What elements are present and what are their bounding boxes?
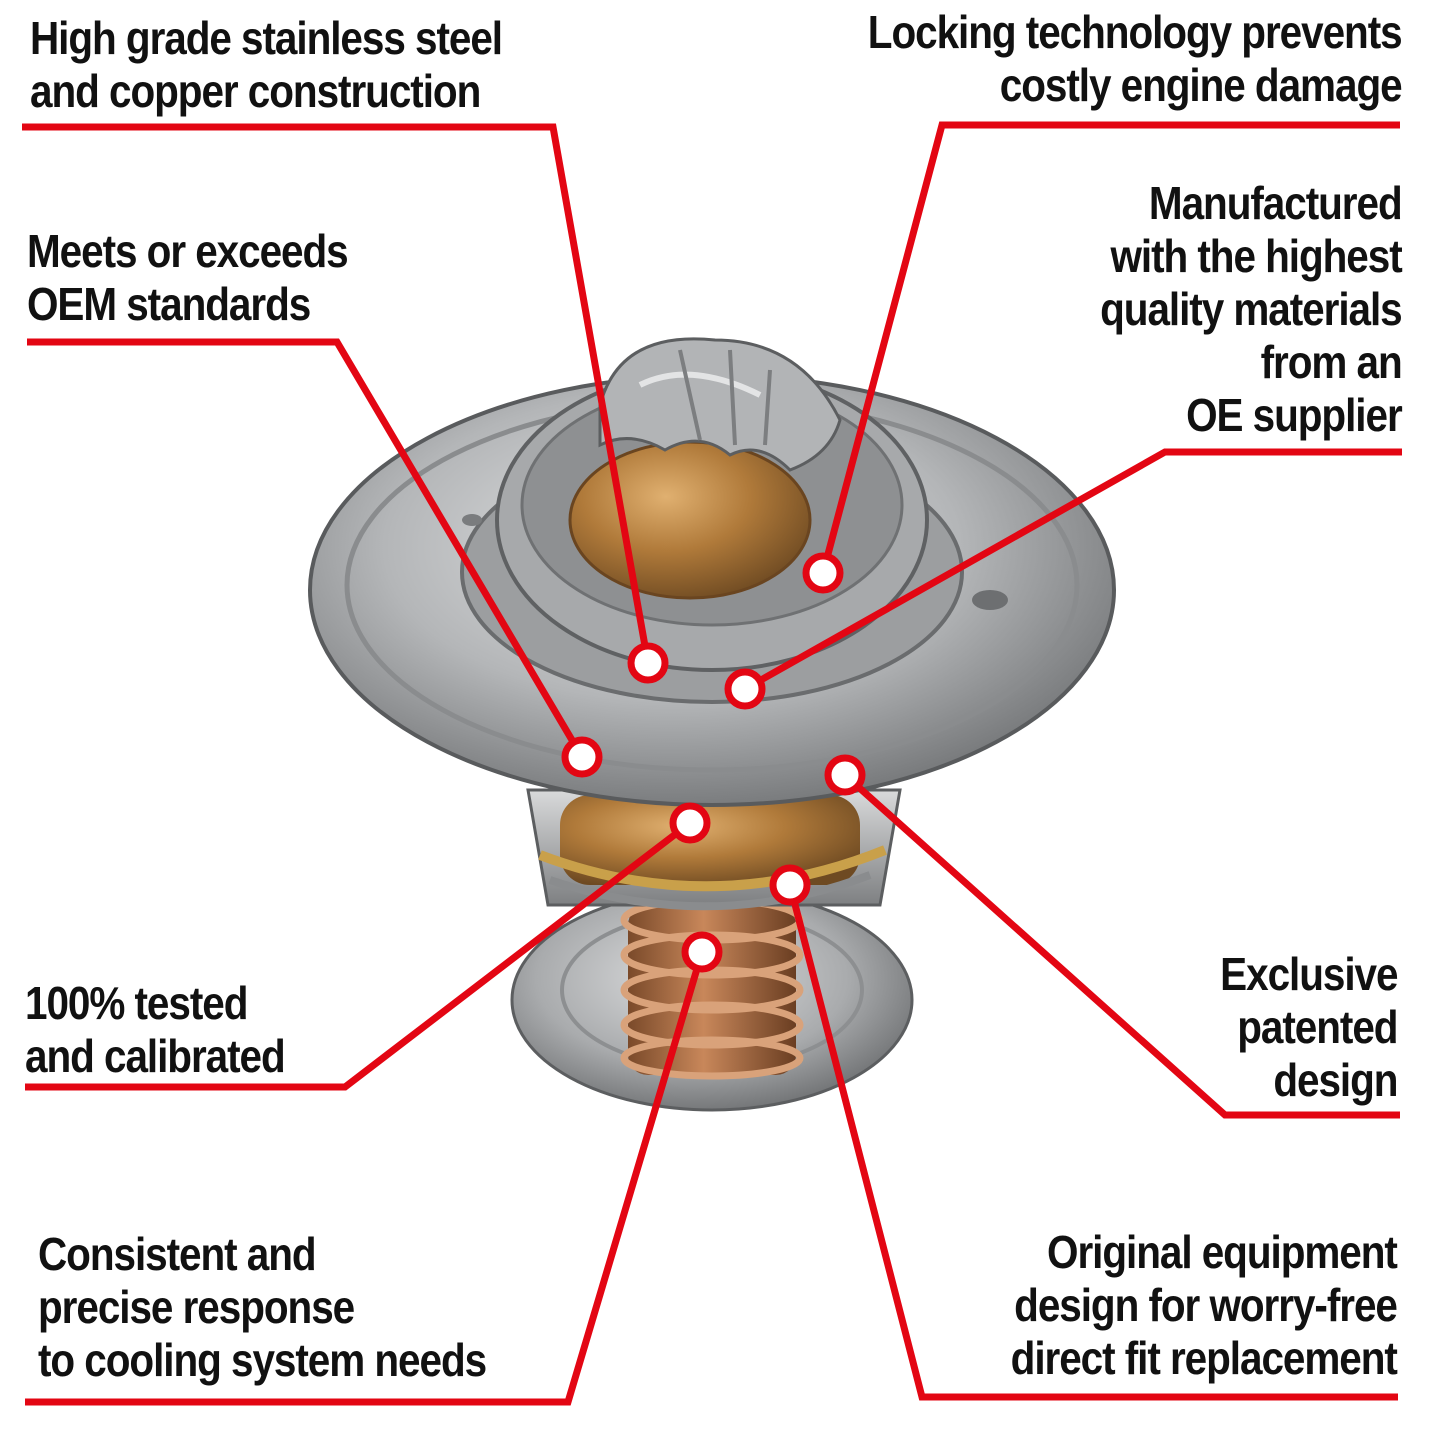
spring-coil: [620, 896, 804, 1080]
marker-direct-fit: [769, 864, 811, 906]
callout-line: direct fit replacement: [1010, 1332, 1398, 1384]
callout-line: to cooling system needs: [38, 1334, 487, 1386]
marker-stainless-copper: [627, 642, 669, 684]
callout-line: Manufactured: [1149, 177, 1403, 229]
marker-oem-standards: [561, 736, 603, 778]
callout-line: Locking technology prevents: [868, 6, 1403, 58]
callout-line: patented: [1236, 1001, 1398, 1053]
leader-patented-design: [842, 772, 1400, 1119]
callout-line: from an: [1260, 336, 1403, 388]
callout-line: Original equipment: [1047, 1226, 1398, 1278]
leader-oem-standards: [27, 338, 586, 759]
callout-line: Consistent and: [38, 1228, 317, 1280]
callout-locking-technology: Locking technology prevents costly engin…: [868, 6, 1403, 112]
callout-line: precise response: [38, 1281, 355, 1333]
leader-tested-calibrated: [25, 820, 693, 1091]
leader-quality-materials: [743, 448, 1402, 693]
callout-oem-standards: Meets or exceeds OEM standards: [27, 225, 349, 331]
leader-locking-technology: [819, 121, 1400, 574]
thermostat-image: [308, 337, 1116, 1112]
callout-line: design for worry-free: [1014, 1279, 1398, 1331]
leader-direct-fit: [786, 884, 1398, 1401]
marker-quality-materials: [724, 668, 766, 710]
callout-direct-fit: Original equipment design for worry-free…: [1010, 1226, 1398, 1385]
callout-stainless-copper: High grade stainless steel and copper co…: [30, 12, 503, 118]
crimped-top: [598, 337, 842, 472]
callout-line: Exclusive: [1219, 948, 1398, 1000]
marker-patented-design: [824, 754, 866, 796]
leader-stainless-copper: [22, 123, 652, 664]
callout-tested-calibrated: 100% tested and calibrated: [25, 977, 286, 1083]
marker-consistent-response: [681, 931, 723, 973]
callout-line: High grade stainless steel: [30, 12, 503, 64]
callout-line: and calibrated: [25, 1030, 286, 1082]
leader-consistent-response: [25, 951, 706, 1406]
callout-line: OE supplier: [1186, 389, 1403, 441]
callout-line: 100% tested: [25, 977, 248, 1029]
callout-quality-materials: Manufactured with the highest quality ma…: [1100, 177, 1403, 442]
callout-line: with the highest: [1110, 230, 1403, 282]
callout-consistent-response: Consistent and precise response to cooli…: [38, 1228, 487, 1387]
callout-line: OEM standards: [27, 278, 311, 330]
callout-line: design: [1272, 1054, 1398, 1106]
marker-locking-technology: [802, 552, 844, 594]
copper-valve: [568, 440, 812, 600]
callout-line: quality materials: [1100, 283, 1403, 335]
bridge-frame: [526, 788, 902, 911]
callout-patented-design: Exclusive patented design: [1219, 948, 1398, 1107]
callout-line: and copper construction: [30, 65, 481, 117]
callout-line: Meets or exceeds: [27, 225, 349, 277]
marker-tested-calibrated: [669, 802, 711, 844]
leader-lines: [22, 121, 1402, 1406]
callout-markers: [561, 552, 866, 973]
callout-line: costly engine damage: [1000, 59, 1403, 111]
